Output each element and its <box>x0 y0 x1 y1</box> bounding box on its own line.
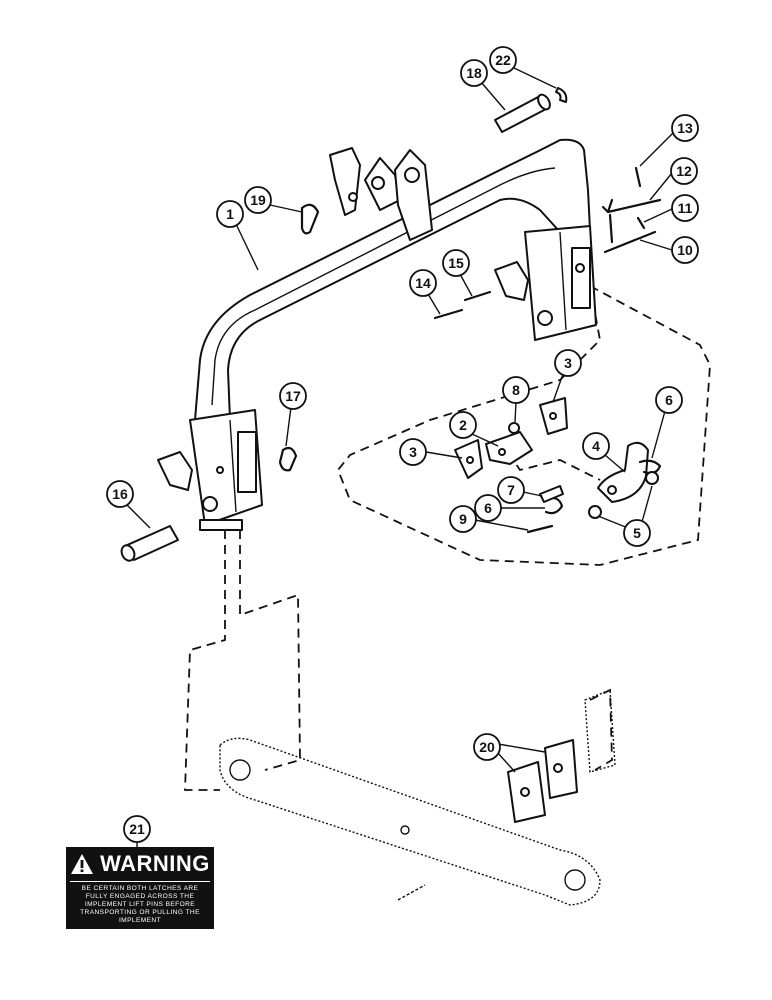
svg-text:1: 1 <box>226 206 234 222</box>
callouts: 1 2 3 3 4 5 6 6 7 8 9 10 11 <box>106 46 699 848</box>
svg-text:3: 3 <box>409 444 417 460</box>
callout-20: 20 <box>473 733 501 761</box>
warning-decal: WARNING BE CERTAIN BOTH LATCHES ARE FULL… <box>66 847 214 929</box>
callout-7: 7 <box>497 476 525 504</box>
callout-3b: 3 <box>554 349 582 377</box>
callout-11: 11 <box>671 194 699 222</box>
svg-text:21: 21 <box>129 821 145 837</box>
hitch-frame <box>157 138 597 531</box>
warning-text: BE CERTAIN BOTH LATCHES ARE FULLY ENGAGE… <box>80 885 200 924</box>
svg-text:4: 4 <box>592 438 600 454</box>
svg-text:9: 9 <box>459 511 467 527</box>
svg-text:16: 16 <box>112 486 128 502</box>
callout-2: 2 <box>449 411 477 439</box>
svg-text:11: 11 <box>678 200 693 216</box>
svg-text:18: 18 <box>466 65 482 81</box>
svg-text:20: 20 <box>479 739 495 755</box>
svg-text:7: 7 <box>507 482 515 498</box>
svg-text:14: 14 <box>415 275 431 291</box>
svg-text:19: 19 <box>250 192 266 208</box>
callout-12: 12 <box>670 157 698 185</box>
svg-text:13: 13 <box>677 120 693 136</box>
callout-10: 10 <box>671 236 699 264</box>
callout-6b: 6 <box>474 494 502 522</box>
svg-text:12: 12 <box>676 163 692 179</box>
svg-text:22: 22 <box>495 52 511 68</box>
warning-body: BE CERTAIN BOTH LATCHES ARE FULLY ENGAGE… <box>70 881 210 926</box>
callout-22: 22 <box>489 46 517 74</box>
svg-text:10: 10 <box>677 242 693 258</box>
callout-15: 15 <box>442 249 470 277</box>
svg-text:5: 5 <box>633 525 641 541</box>
svg-text:17: 17 <box>285 388 301 404</box>
callout-5: 5 <box>623 519 651 547</box>
warning-triangle-icon <box>71 854 94 874</box>
svg-text:15: 15 <box>448 255 464 271</box>
callout-19: 19 <box>244 186 272 214</box>
callout-3a: 3 <box>399 438 427 466</box>
callout-1: 1 <box>216 200 244 228</box>
callout-21: 21 <box>123 815 151 843</box>
callout-4: 4 <box>582 432 610 460</box>
callout-16: 16 <box>106 480 134 508</box>
callout-18: 18 <box>460 59 488 87</box>
callout-6a: 6 <box>655 386 683 414</box>
lower-link <box>219 688 616 906</box>
svg-text:8: 8 <box>512 382 520 398</box>
callout-8: 8 <box>502 376 530 404</box>
svg-text:6: 6 <box>665 392 673 408</box>
callout-9: 9 <box>449 505 477 533</box>
svg-text:6: 6 <box>484 500 492 516</box>
callout-13: 13 <box>671 114 699 142</box>
warning-header: WARNING <box>70 851 210 877</box>
callout-17: 17 <box>279 382 307 410</box>
callout-14: 14 <box>409 269 437 297</box>
warning-title: WARNING <box>100 851 210 876</box>
svg-text:2: 2 <box>459 417 467 433</box>
svg-text:3: 3 <box>564 355 572 371</box>
pins-and-parts <box>120 87 662 823</box>
